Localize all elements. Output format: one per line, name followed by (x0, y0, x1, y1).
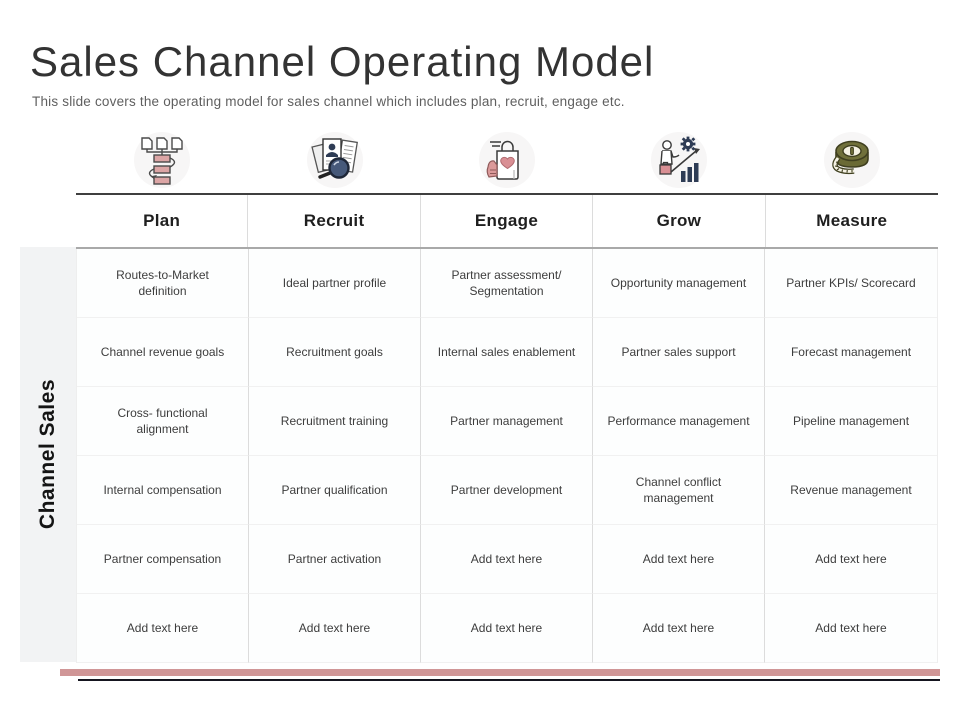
table-cell: Forecast management (765, 318, 937, 387)
table-cell: Partner qualification (249, 456, 421, 525)
table-cell: Routes-to-Market definition (77, 249, 249, 318)
row-group-header: Channel Sales (20, 247, 76, 662)
bottom-divider-line (78, 679, 940, 681)
table-cell: Internal compensation (77, 456, 249, 525)
table-cell: Partner development (421, 456, 593, 525)
operating-model-table: Plan Recruit Engage Grow Measure Routes-… (76, 193, 938, 663)
placeholder-cell[interactable]: Add text here (77, 594, 249, 663)
column-header-plan: Plan (76, 195, 249, 247)
table-cell: Ideal partner profile (249, 249, 421, 318)
table-cell: Performance management (593, 387, 765, 456)
table-cell: Recruitment goals (249, 318, 421, 387)
bottom-accent-bar (60, 669, 940, 676)
placeholder-cell[interactable]: Add text here (593, 594, 765, 663)
table-cell: Channel conflict management (593, 456, 765, 525)
shopping-bag-like-icon (421, 130, 593, 190)
table-cell: Partner assessment/ Segmentation (421, 249, 593, 318)
table-cell: Partner management (421, 387, 593, 456)
table-cell: Pipeline management (765, 387, 937, 456)
table-cell: Channel revenue goals (77, 318, 249, 387)
page-subtitle: This slide covers the operating model fo… (32, 94, 625, 109)
growth-person-chart-icon (593, 130, 765, 190)
placeholder-cell[interactable]: Add text here (765, 525, 937, 594)
table-cell: Recruitment training (249, 387, 421, 456)
table-cell: Partner KPIs/ Scorecard (765, 249, 937, 318)
table-cell: Revenue management (765, 456, 937, 525)
table-cell: Partner activation (249, 525, 421, 594)
column-header-measure: Measure (816, 211, 888, 230)
placeholder-cell[interactable]: Add text here (421, 594, 593, 663)
placeholder-cell[interactable]: Add text here (421, 525, 593, 594)
placeholder-cell[interactable]: Add text here (249, 594, 421, 663)
flow-process-icon (76, 130, 248, 190)
table-cell: Partner compensation (77, 525, 249, 594)
placeholder-cell[interactable]: Add text here (593, 525, 765, 594)
placeholder-cell[interactable]: Add text here (765, 594, 937, 663)
page-title: Sales Channel Operating Model (30, 38, 655, 85)
measuring-tape-icon (766, 130, 938, 190)
candidate-search-icon (248, 130, 420, 190)
column-icons-row (76, 130, 938, 190)
column-header-recruit: Recruit (248, 195, 421, 247)
table-header-row: Plan Recruit Engage Grow Measure (76, 193, 938, 249)
column-header-engage: Engage (421, 195, 594, 247)
table-cell: Opportunity management (593, 249, 765, 318)
table-body: Routes-to-Market definition Ideal partne… (76, 249, 938, 663)
table-cell: Partner sales support (593, 318, 765, 387)
table-cell: Internal sales enablement (421, 318, 593, 387)
table-cell: Cross- functional alignment (77, 387, 249, 456)
row-group-label: Channel Sales (36, 379, 59, 530)
column-header-grow: Grow (593, 195, 766, 247)
